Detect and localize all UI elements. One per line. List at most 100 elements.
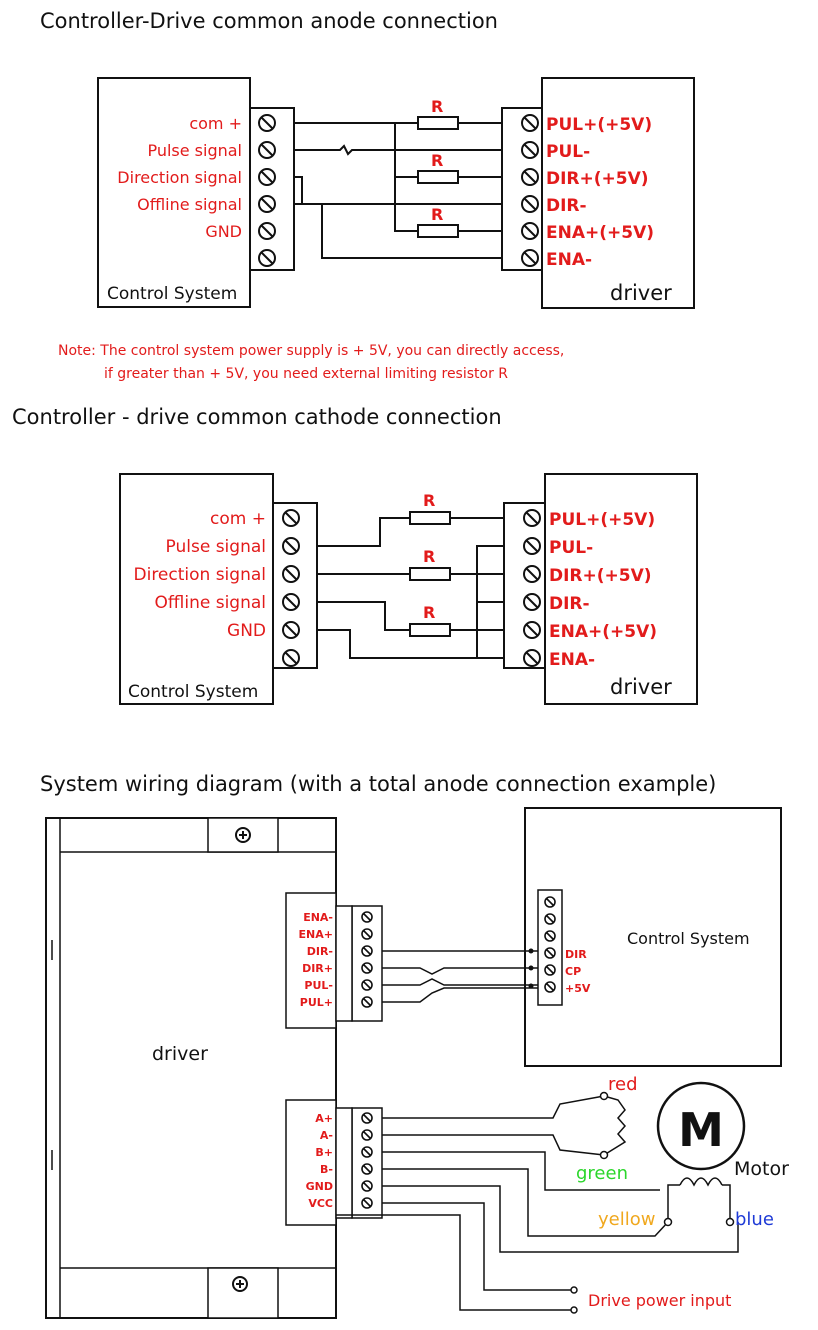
screw-icon <box>258 195 276 213</box>
wire <box>382 1185 739 1253</box>
screw-icon <box>361 996 373 1008</box>
resistor-icon <box>409 567 451 581</box>
wire-green-label: green <box>576 1163 628 1184</box>
wire <box>382 1134 605 1156</box>
anode-label-com: com + <box>189 114 242 133</box>
anode-driver-pul-plus: PUL+(+5V) <box>546 115 652 135</box>
terminal-b-plus: B+ <box>315 1146 333 1159</box>
cathode-driver-box <box>544 473 698 705</box>
control-terminal-dir: DIR <box>565 948 587 961</box>
control-terminal-5v: +5V <box>565 982 591 995</box>
wire <box>317 601 410 631</box>
screw-icon <box>258 114 276 132</box>
screw-icon <box>282 649 300 667</box>
cathode-driver-ena-plus: ENA+(+5V) <box>549 622 657 642</box>
screw-icon <box>258 141 276 159</box>
cathode-label-gnd: GND <box>227 621 266 641</box>
terminal-gnd: GND <box>306 1180 333 1193</box>
system-driver-label: driver <box>152 1043 208 1065</box>
screw-icon <box>544 981 556 993</box>
anode-driver-label: driver <box>610 281 672 305</box>
anode-title: Controller-Drive common anode connection <box>40 9 498 33</box>
screw-icon <box>523 649 541 667</box>
cathode-label-offline: Offline signal <box>155 593 266 613</box>
note-line-1: Note: The control system power supply is… <box>58 343 564 359</box>
anode-driver-pul-minus: PUL- <box>546 142 590 162</box>
terminal-vcc: VCC <box>308 1197 333 1210</box>
wire <box>382 978 538 986</box>
wire <box>382 1095 605 1119</box>
terminal-dir-plus: DIR+ <box>302 962 333 975</box>
cathode-label-com: com + <box>210 509 266 529</box>
screw-icon <box>361 1163 373 1175</box>
resistor-icon <box>417 116 459 130</box>
resistor-icon <box>409 511 451 525</box>
screw-icon <box>282 565 300 583</box>
anode-label-offline: Offline signal <box>137 195 242 214</box>
anode-driver-dir-minus: DIR- <box>546 196 587 216</box>
resistor-label: R <box>431 97 443 116</box>
anode-label-gnd: GND <box>205 222 242 241</box>
screw-icon <box>282 537 300 555</box>
wire <box>317 629 504 659</box>
wire <box>382 967 538 975</box>
screw-icon <box>521 195 539 213</box>
anode-driver-ena-minus: ENA- <box>546 250 592 270</box>
screw-icon <box>361 1180 373 1192</box>
mounting-tab <box>207 1267 279 1319</box>
terminal-pul-minus: PUL- <box>304 979 333 992</box>
screw-icon <box>361 1197 373 1209</box>
screw-icon <box>523 593 541 611</box>
screw-icon <box>361 1129 373 1141</box>
anode-driver-dir-plus: DIR+(+5V) <box>546 169 649 189</box>
cathode-driver-dir-minus: DIR- <box>549 594 590 614</box>
wire <box>294 176 502 205</box>
screw-icon <box>521 168 539 186</box>
anode-control-box <box>97 77 251 308</box>
drive-power-input-label: Drive power input <box>588 1291 731 1310</box>
screw-icon <box>544 930 556 942</box>
screw-icon <box>282 621 300 639</box>
resistor-icon <box>417 224 459 238</box>
motor-letter: M <box>678 1103 724 1157</box>
screw-icon <box>258 222 276 240</box>
cathode-driver-pul-plus: PUL+(+5V) <box>549 510 655 530</box>
screw-icon <box>523 537 541 555</box>
wire <box>382 1151 660 1191</box>
wire <box>294 144 502 156</box>
screw-icon <box>361 911 373 923</box>
control-terminal-cp: CP <box>565 965 581 978</box>
screw-icon <box>521 222 539 240</box>
cathode-label-pulse: Pulse signal <box>166 537 266 557</box>
screw-icon <box>282 593 300 611</box>
anode-driver-box <box>541 77 695 309</box>
motor-label: Motor <box>734 1158 789 1180</box>
system-control-box <box>524 807 782 1067</box>
resistor-icon <box>409 623 451 637</box>
resistor-icon <box>417 170 459 184</box>
screw-icon <box>361 962 373 974</box>
anode-driver-terminal-block <box>501 107 543 271</box>
terminal-a-plus: A+ <box>315 1112 333 1125</box>
motor-icon <box>656 1081 746 1171</box>
screw-icon <box>521 114 539 132</box>
wire-blue-label: blue <box>735 1209 774 1230</box>
resistor-label: R <box>423 491 435 510</box>
system-control-system-label: Control System <box>627 929 750 948</box>
cathode-driver-dir-plus: DIR+(+5V) <box>549 566 652 586</box>
screw-icon <box>361 979 373 991</box>
terminal-dir-minus: DIR- <box>307 945 333 958</box>
cathode-title: Controller - drive common cathode connec… <box>12 405 502 429</box>
resistor-label: R <box>423 603 435 622</box>
cathode-driver-pul-minus: PUL- <box>549 538 593 558</box>
anode-label-pulse: Pulse signal <box>147 141 242 160</box>
wire <box>336 1214 572 1311</box>
screw-icon <box>361 945 373 957</box>
terminal-ena-plus: ENA+ <box>299 928 333 941</box>
screw-icon <box>521 141 539 159</box>
wire-red-label: red <box>608 1074 638 1095</box>
motor-coil-b <box>722 1184 731 1222</box>
screw-icon <box>523 565 541 583</box>
anode-driver-ena-plus: ENA+(+5V) <box>546 223 654 243</box>
wire <box>476 545 504 602</box>
